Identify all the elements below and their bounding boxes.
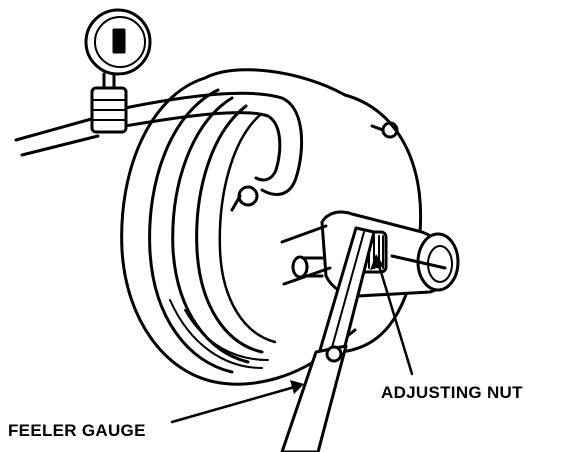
vacuum-hose-lower	[123, 111, 282, 182]
booster-rib-3	[195, 104, 264, 354]
booster-front-outline	[120, 76, 357, 386]
gauge-stem	[102, 72, 116, 90]
vacuum-gauge-pointer	[112, 28, 126, 54]
booster-shade-2	[184, 309, 269, 361]
mount-stud-top-shaft	[370, 124, 385, 132]
clevis-stud-end	[291, 255, 309, 279]
tee-fitting-thread	[91, 99, 127, 121]
vacuum-line-lower	[20, 134, 100, 157]
feeler-gauge-label: FEELER GAUGE	[8, 421, 146, 440]
feeler-gauge-pivot	[325, 345, 343, 363]
booster-rib-4	[218, 113, 277, 344]
arrow-adjusting-nut	[370, 254, 384, 270]
vacuum-line-upper	[14, 116, 97, 142]
leader-feeler-gauge	[170, 384, 300, 424]
leader-adjusting-nut	[376, 260, 414, 376]
mount-stud-left-shaft	[230, 194, 242, 212]
arrow-feeler-gauge	[290, 380, 304, 394]
pushrod-rod	[390, 254, 447, 270]
booster-shade-1	[169, 299, 263, 369]
vacuum-hose-upper	[123, 91, 304, 196]
adjusting-nut-label: ADJUSTING NUT	[381, 383, 523, 402]
vacuum-gauge-face	[94, 16, 146, 68]
booster-rib-1	[148, 88, 234, 374]
